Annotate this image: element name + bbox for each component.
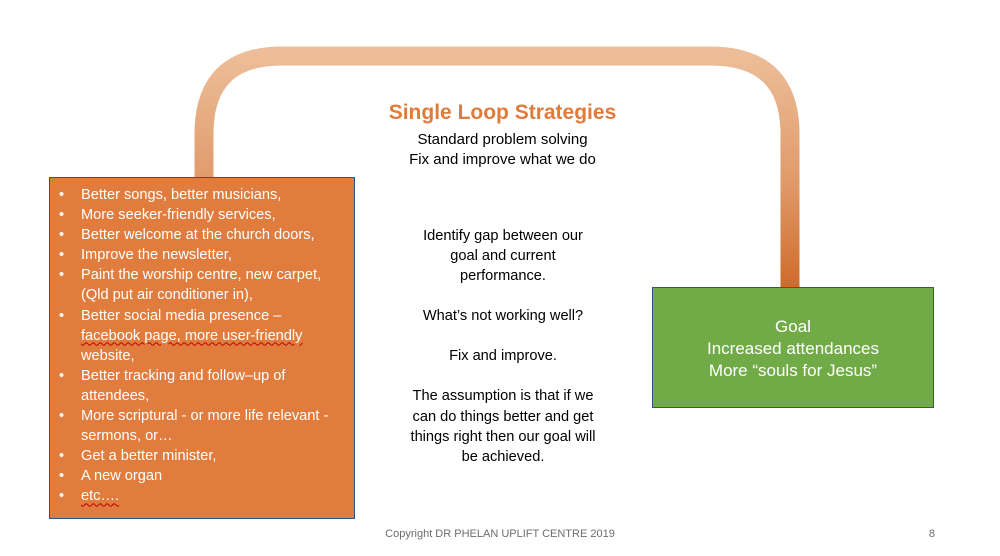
process-description: Identify gap between our goal and curren…: [395, 226, 611, 467]
strategy-item: Better social media presence –facebook p…: [56, 306, 348, 366]
action-text: Fix and improve.: [449, 348, 557, 365]
strategies-box: Better songs, better musicians, More see…: [49, 177, 355, 519]
strategy-item: etc….: [56, 486, 348, 506]
subtitle-fix-improve: Fix and improve what we do: [409, 151, 596, 168]
strategy-item: Better welcome at the church doors,: [56, 225, 348, 245]
goal-souls: More “souls for Jesus”: [708, 361, 878, 380]
copyright-footer: Copyright DR PHELAN UPLIFT CENTRE 2019: [385, 528, 615, 540]
question-text: What’s not working well?: [422, 308, 584, 325]
strategy-item: Paint the worship centre, new carpet,(Ql…: [56, 265, 348, 305]
strategy-item: Better songs, better musicians,: [56, 185, 348, 205]
strategy-item: Better tracking and follow–up ofattendee…: [56, 366, 348, 406]
strategy-item: A new organ: [56, 466, 348, 486]
page-number: 8: [928, 528, 935, 540]
subtitle-problem-solving: Standard problem solving: [417, 131, 588, 148]
goal-box: Goal Increased attendances More “souls f…: [652, 287, 934, 408]
strategy-item: More seeker-friendly services,: [56, 205, 348, 225]
strategy-item: Improve the newsletter,: [56, 245, 348, 265]
strategy-item: Get a better minister,: [56, 446, 348, 466]
assumption-text: The assumption is that if we can do thin…: [410, 388, 596, 465]
gap-text: Identify gap between our goal and curren…: [423, 228, 583, 285]
diagram-title: Single Loop Strategies: [388, 101, 617, 124]
strategies-list: Better songs, better musicians, More see…: [56, 185, 348, 507]
strategy-item: More scriptural - or more life relevant …: [56, 406, 348, 446]
loop-arrow-band: [194, 46, 800, 288]
goal-attendance: Increased attendances: [706, 339, 879, 358]
goal-label: Goal: [775, 317, 811, 336]
